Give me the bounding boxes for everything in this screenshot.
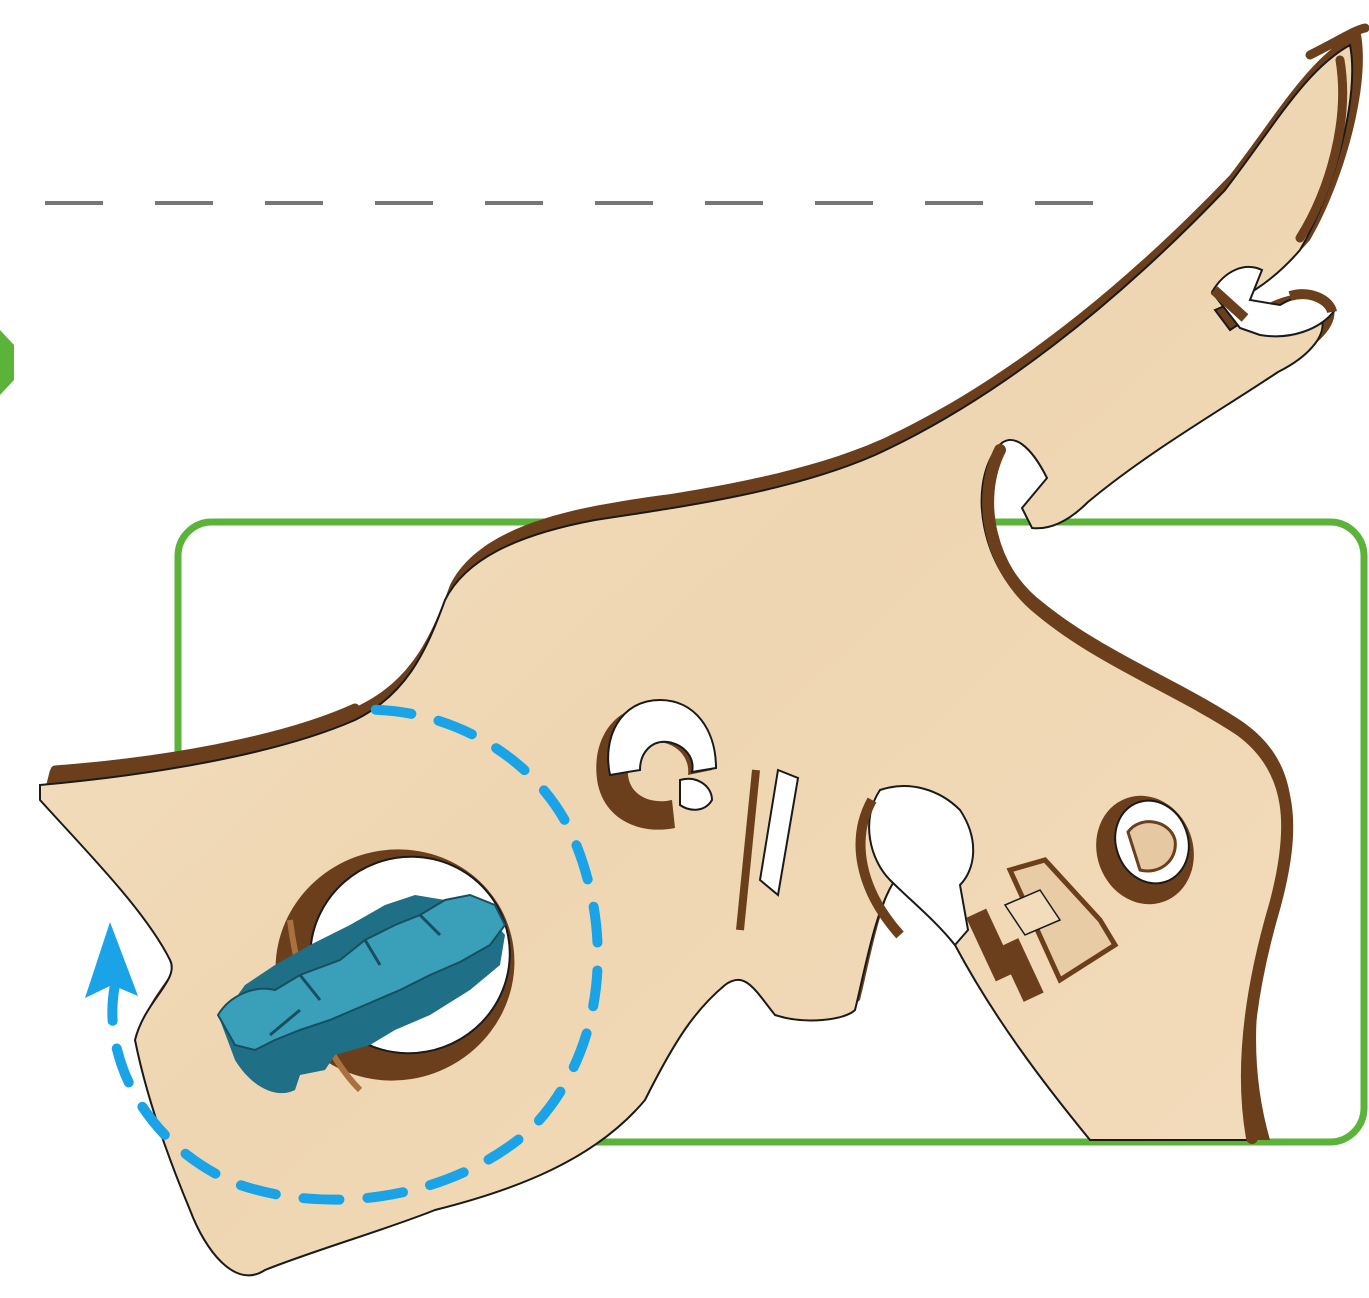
wooden-body-face xyxy=(40,45,1352,1275)
wooden-body-piece xyxy=(40,28,1365,1275)
green-step-marker-icon xyxy=(0,330,14,395)
